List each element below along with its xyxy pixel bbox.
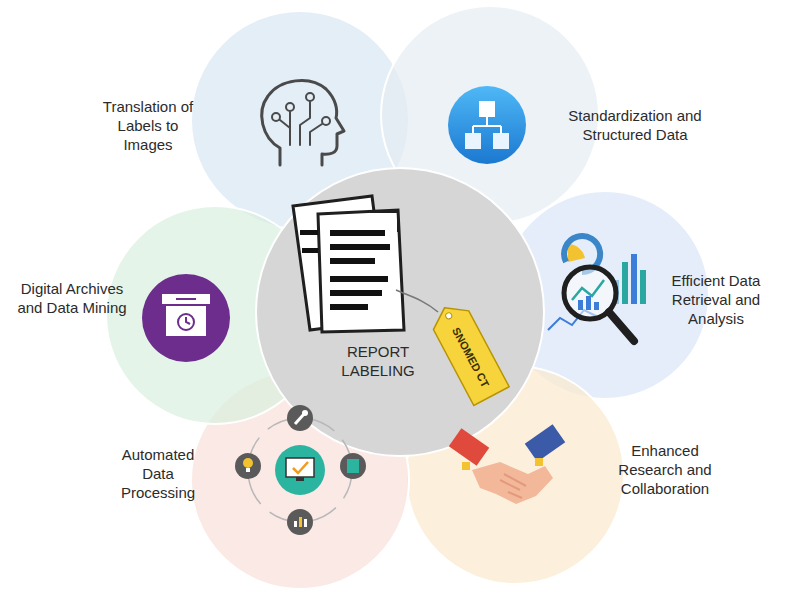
- ai-head-icon: [262, 81, 344, 165]
- benefit-label: Enhanced Research and Collaboration: [600, 442, 730, 498]
- benefit-label: Translation of Labels to Images: [92, 98, 204, 154]
- label-holder: Automated Data Processing: [108, 446, 208, 502]
- archive-box-icon: [142, 274, 230, 362]
- label-holder: Enhanced Research and Collaboration: [600, 442, 730, 498]
- label-holder: Digital Archives and Data Mining: [14, 280, 130, 318]
- hierarchy-icon: [448, 86, 526, 164]
- benefit-label: Digital Archives and Data Mining: [14, 280, 130, 318]
- benefit-label: Standardization and Structured Data: [565, 107, 705, 145]
- magnifier-chart-icon: [548, 236, 646, 341]
- label-holder: Translation of Labels to Images: [92, 98, 204, 154]
- tag-hole: [445, 312, 453, 320]
- report-documents-icon: [293, 196, 438, 332]
- label-holder: Efficient Data Retrieval and Analysis: [660, 272, 772, 328]
- center-title: REPORT LABELING: [322, 343, 434, 381]
- label-holder: Standardization and Structured Data: [565, 107, 705, 145]
- circle-shape: [256, 168, 544, 456]
- label-holder: REPORT LABELING: [322, 343, 434, 381]
- benefit-label: Efficient Data Retrieval and Analysis: [660, 272, 772, 328]
- handshake-icon: [449, 424, 565, 504]
- tag-shape: [427, 298, 509, 405]
- process-cycle-icon: [235, 405, 366, 535]
- benefit-label: Automated Data Processing: [108, 446, 208, 502]
